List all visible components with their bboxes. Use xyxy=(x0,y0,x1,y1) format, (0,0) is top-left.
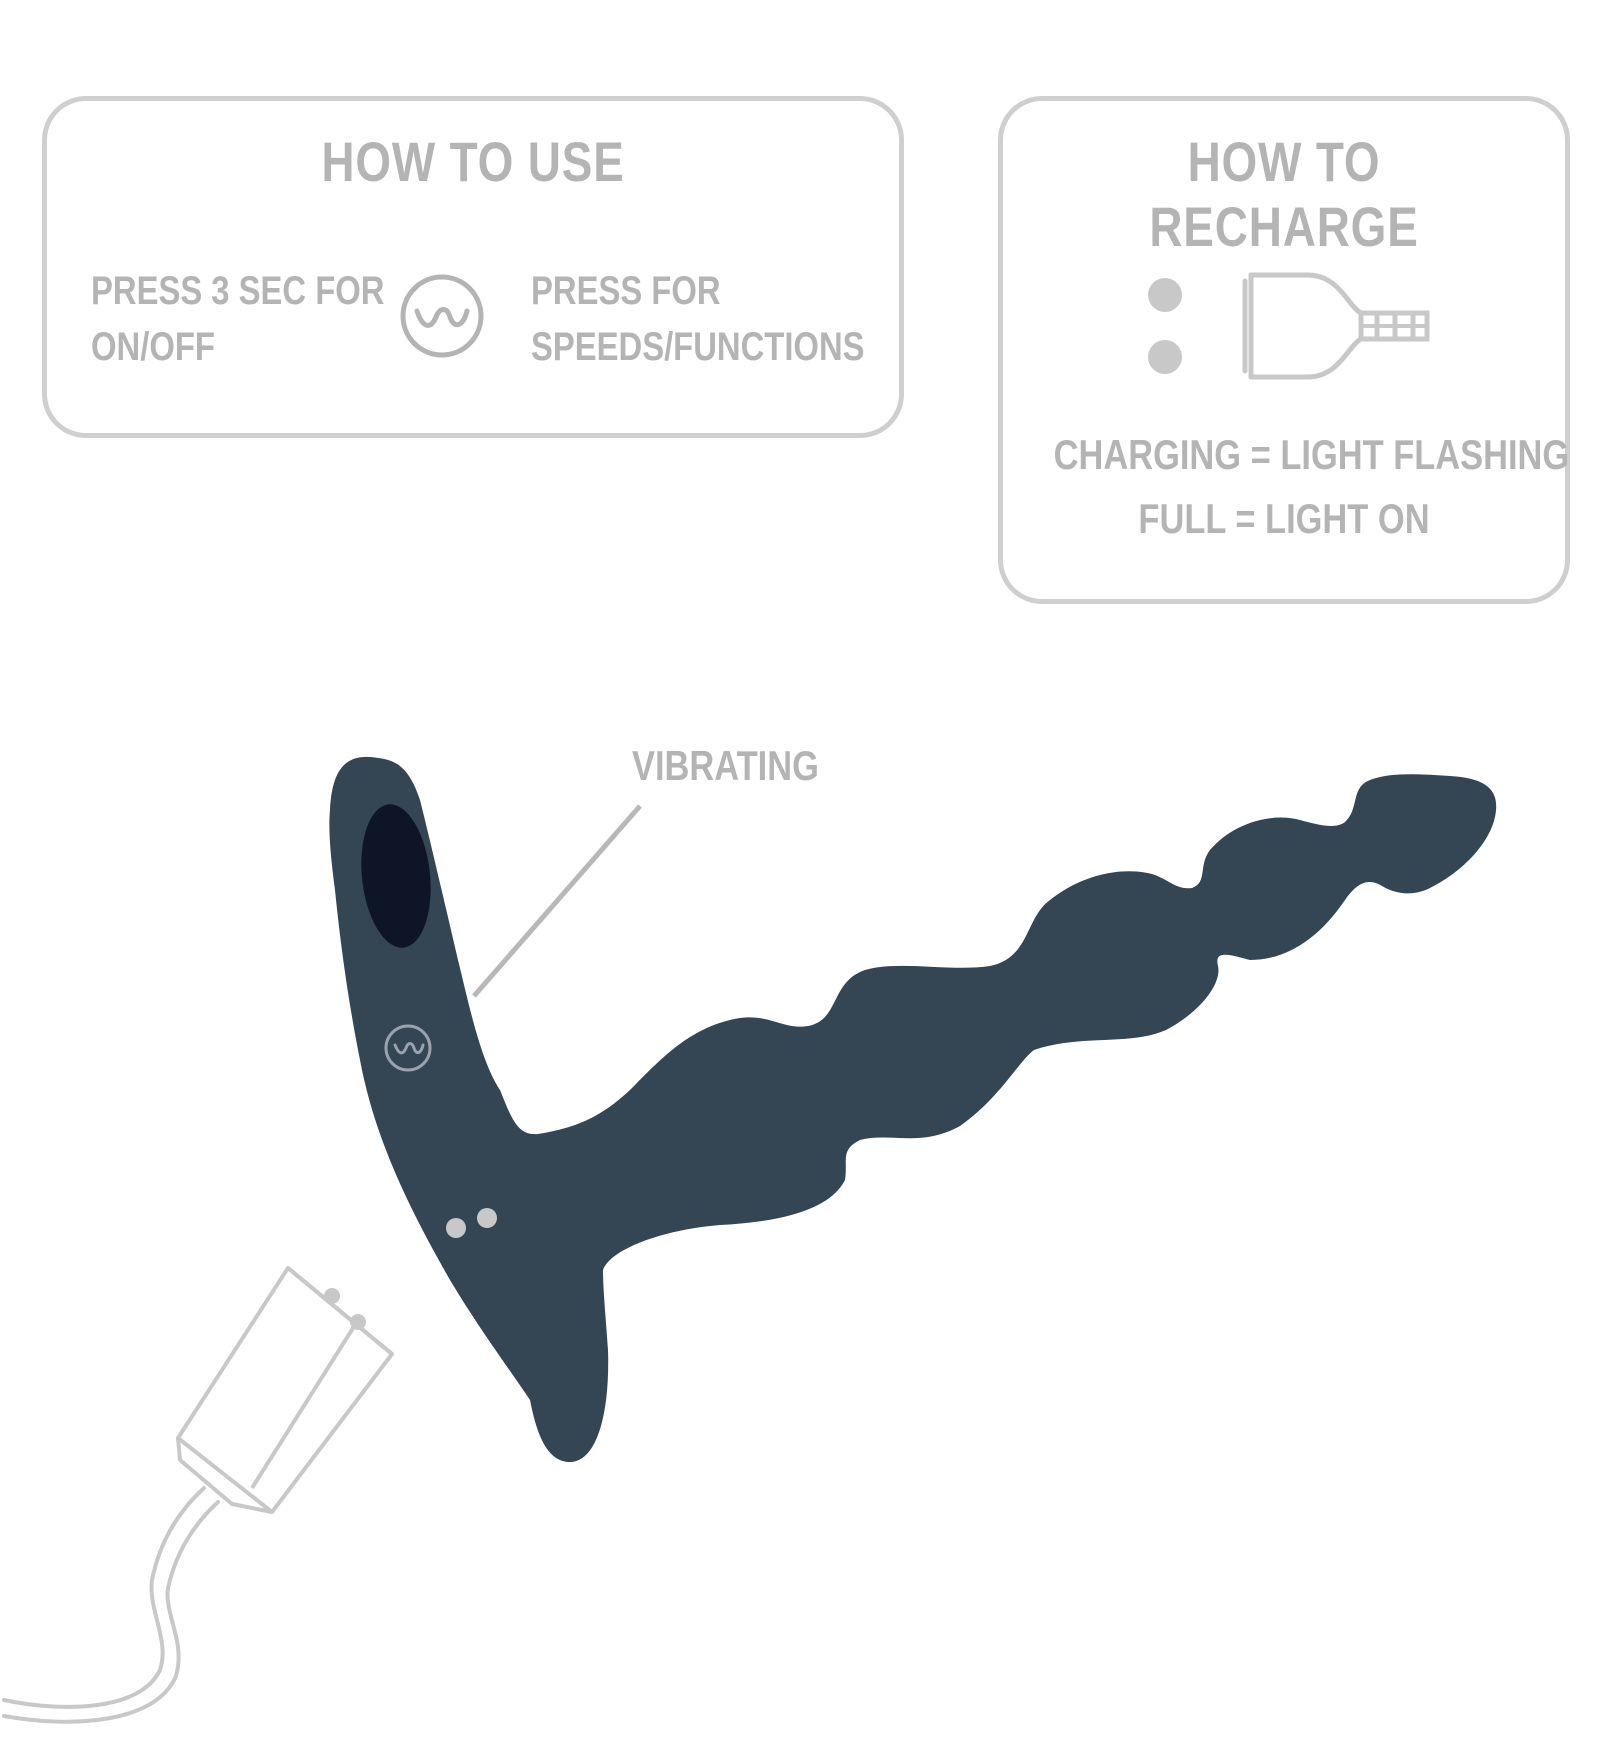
how-to-recharge-panel: HOW TO RECHARGE CHARGING = LIGHT FLASHIN… xyxy=(998,96,1570,604)
power-instruction-line-1: PRESS 3 SEC FOR xyxy=(91,269,385,313)
device-contact-1 xyxy=(446,1218,466,1238)
charging-contacts-icon xyxy=(1148,278,1182,374)
vibrating-label: VIBRATING xyxy=(632,742,819,789)
power-instruction-line-2: ON/OFF xyxy=(91,325,215,369)
charger-contact-2 xyxy=(350,1314,366,1330)
vibrating-motor-window xyxy=(361,804,431,948)
vibrating-callout-line xyxy=(472,804,642,998)
how-to-use-panel: HOW TO USE PRESS 3 SEC FOR ON/OFF PRESS … xyxy=(42,96,904,438)
speed-instruction-line-2: SPEEDS/FUNCTIONS xyxy=(531,325,865,369)
charger-head xyxy=(176,1266,394,1514)
wave-button-icon xyxy=(400,274,484,358)
charging-status-text: CHARGING = LIGHT FLASHING xyxy=(1053,431,1570,478)
how-to-use-title: HOW TO USE xyxy=(321,130,625,193)
full-status-text: FULL = LIGHT ON xyxy=(1138,495,1430,542)
device-body xyxy=(329,756,1497,1463)
speed-instruction: PRESS FOR SPEEDS/FUNCTIONS xyxy=(531,263,865,375)
device-wave-button-icon xyxy=(384,1024,432,1072)
power-instruction: PRESS 3 SEC FOR ON/OFF xyxy=(91,263,384,375)
device-contact-2 xyxy=(477,1208,497,1228)
magnetic-charger-icon xyxy=(1242,272,1430,380)
charger-contact-1 xyxy=(324,1288,340,1304)
charger-cable xyxy=(2,1486,220,1724)
how-to-recharge-title: HOW TO RECHARGE xyxy=(1149,130,1419,258)
speed-instruction-line-1: PRESS FOR xyxy=(531,269,721,313)
